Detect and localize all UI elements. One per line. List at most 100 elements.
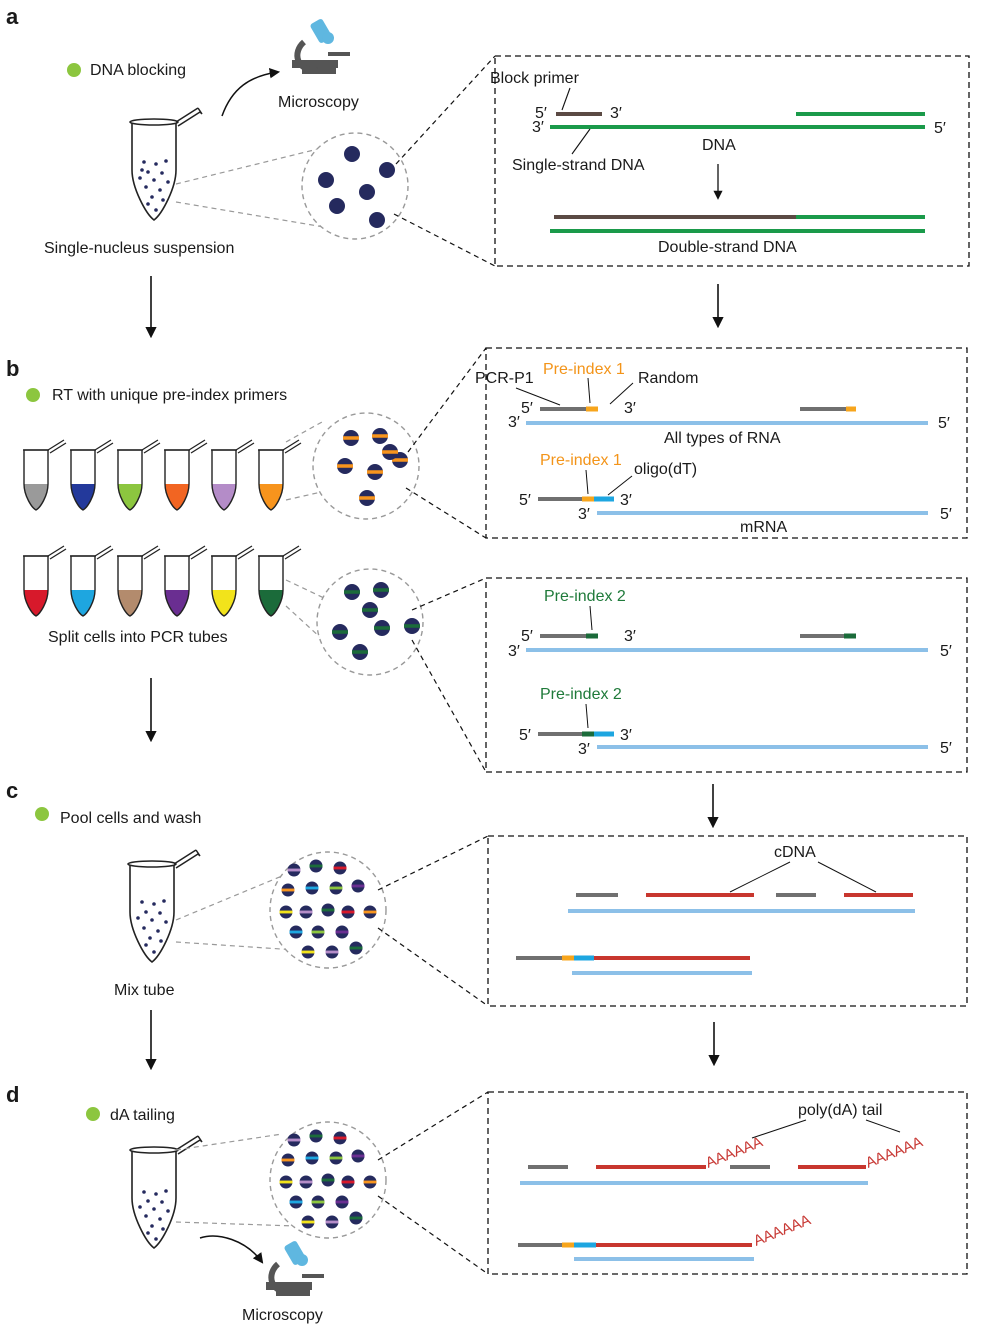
nucleus (311, 1195, 325, 1209)
nucleus (305, 1151, 319, 1165)
pcr-tube (211, 545, 255, 617)
arrow-to-microscopy-bottom (199, 1235, 264, 1264)
poly-tail-label: poly(dA) tail (798, 1102, 882, 1119)
pcr-tubes-row2 (23, 545, 302, 617)
three-prime-b4: 3′ (578, 506, 590, 523)
nucleus (287, 863, 301, 877)
nucleus (349, 941, 363, 955)
nucleus (301, 1215, 315, 1229)
panel-c: c Pool cells and wash Mix tube cDNA (6, 778, 968, 1007)
five-prime-b6: 5′ (940, 643, 952, 660)
nucleus (287, 1133, 301, 1147)
step-label-a: DNA blocking (90, 62, 186, 79)
nucleus (374, 620, 390, 636)
three-prime-b3: 3′ (620, 492, 632, 509)
pcr-tube (164, 545, 208, 617)
box-c (487, 835, 968, 1007)
panel-letter-c: c (6, 778, 18, 803)
dna-label: DNA (702, 137, 736, 154)
nucleus (301, 945, 315, 959)
nucleus (333, 861, 347, 875)
nucleus (352, 644, 368, 660)
nucleus (332, 624, 348, 640)
step-label-c: Pool cells and wash (60, 810, 201, 827)
pcr-tube (164, 439, 208, 511)
pcr-tube (117, 545, 161, 617)
step-dot-c (35, 807, 49, 821)
five-prime-a1: 5′ (535, 105, 547, 122)
box-a (494, 55, 970, 267)
mix-tube (127, 849, 201, 963)
pcr-tube (23, 545, 67, 617)
box-b2 (485, 577, 968, 773)
nucleus (344, 584, 360, 600)
split-label: Split cells into PCR tubes (48, 629, 228, 646)
random-label: Random (638, 370, 698, 387)
nuclei-b2 (332, 582, 420, 660)
nucleus (321, 1173, 335, 1187)
double-strand-label: Double-strand DNA (658, 239, 797, 256)
pre-index-1-label-b: Pre-index 1 (540, 452, 622, 469)
pre-index-1-label-a: Pre-index 1 (543, 361, 625, 378)
step-dot-d (86, 1107, 100, 1121)
nucleus (279, 905, 293, 919)
oligo-dt-label: oligo(dT) (634, 461, 697, 478)
three-prime-b6: 3′ (508, 643, 520, 660)
step-dot-a (67, 63, 81, 77)
pcr-tube (117, 439, 161, 511)
five-prime-a2: 5′ (934, 120, 946, 137)
nucleus (329, 1151, 343, 1165)
nucleus (341, 905, 355, 919)
microscopy-label-bottom: Microscopy (242, 1307, 323, 1324)
tube-d (129, 1135, 203, 1249)
nucleus (362, 602, 378, 618)
nucleus (404, 618, 420, 634)
tail-seq-3: AAAAAA (751, 1211, 813, 1249)
mrna-label: mRNA (740, 519, 787, 536)
nucleus (351, 879, 365, 893)
nucleus (321, 903, 335, 917)
nucleus (311, 925, 325, 939)
three-prime-b1: 3′ (624, 400, 636, 417)
nucleus (359, 490, 375, 506)
five-prime-b2: 5′ (938, 415, 950, 432)
nucleus (351, 1149, 365, 1163)
nucleus (309, 859, 323, 873)
pre-index-2-label-a: Pre-index 2 (544, 588, 626, 605)
microscopy-label-top: Microscopy (278, 94, 359, 111)
five-prime-b4: 5′ (940, 506, 952, 523)
box-d (487, 1091, 968, 1275)
nuclei-d (279, 1129, 377, 1229)
panel-letter-b: b (6, 356, 19, 381)
nucleus (289, 1195, 303, 1209)
step-label-d: dA tailing (110, 1107, 175, 1124)
pcr-p1-label: PCR-P1 (475, 370, 534, 387)
five-prime-b1: 5′ (521, 400, 533, 417)
nucleus (333, 1131, 347, 1145)
three-prime-b2: 3′ (508, 414, 520, 431)
nucleus (349, 1211, 363, 1225)
microscope-icon-top (292, 19, 350, 74)
step-dot-b (26, 388, 40, 402)
zoom-circle-b1 (312, 412, 420, 520)
three-prime-a2: 3′ (532, 119, 544, 136)
panel-letter-d: d (6, 1082, 19, 1107)
nucleus (372, 428, 388, 444)
nucleus (363, 1175, 377, 1189)
nucleus (363, 905, 377, 919)
pcr-tube (70, 439, 114, 511)
nuclei-b1 (337, 428, 408, 506)
five-prime-b7: 5′ (519, 727, 531, 744)
three-prime-b7: 3′ (620, 727, 632, 744)
five-prime-b5: 5′ (521, 628, 533, 645)
pcr-tube (211, 439, 255, 511)
mix-tube-label: Mix tube (114, 982, 175, 999)
nucleus (335, 1195, 349, 1209)
pcr-tube (70, 545, 114, 617)
nucleus (325, 945, 339, 959)
three-prime-b8: 3′ (578, 741, 590, 758)
nucleus (337, 458, 353, 474)
tail-seq-2: AAAAAA (863, 1133, 925, 1171)
nucleus (367, 464, 383, 480)
